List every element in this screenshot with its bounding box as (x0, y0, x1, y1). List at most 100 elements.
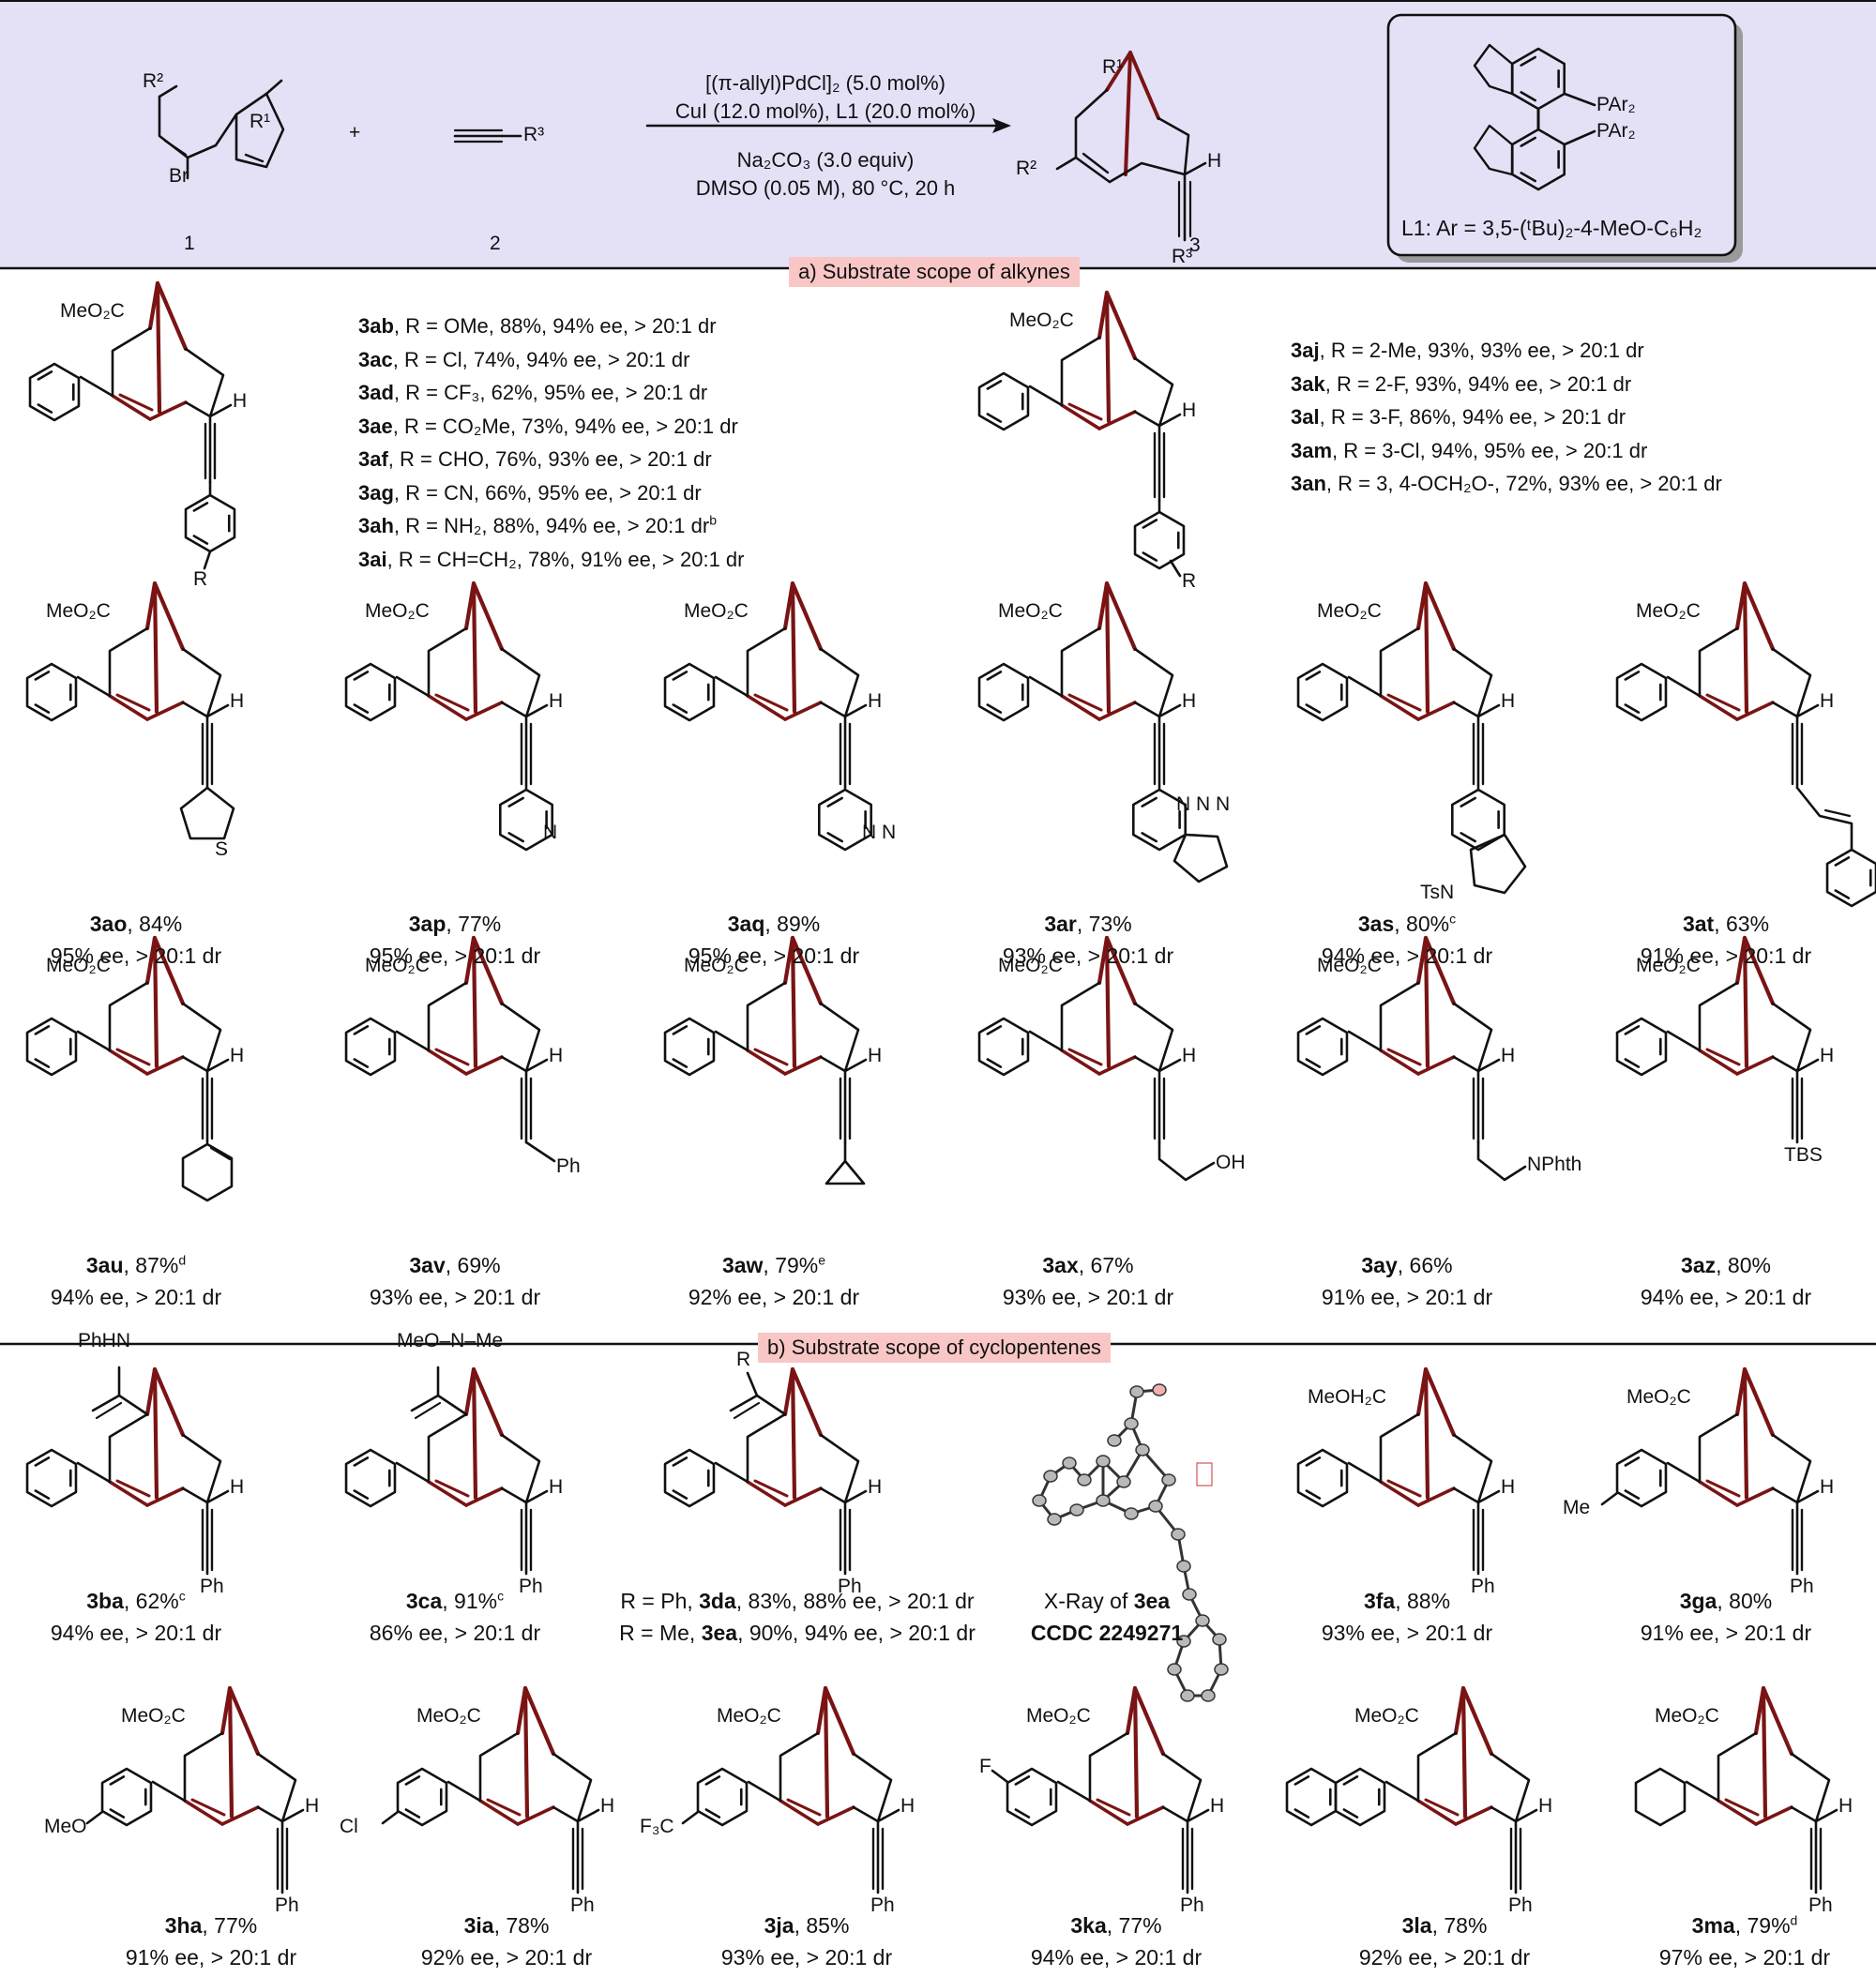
plus-sign: + (349, 122, 360, 144)
ring-bond (746, 626, 787, 698)
label-text: MeO₂C (1009, 309, 1074, 331)
phenyl-ring (1615, 1017, 1668, 1077)
bridge-bond (152, 1366, 159, 1501)
label-text: MeO₂C (1317, 955, 1382, 976)
ring-bond (1698, 626, 1739, 698)
ring-bond (819, 647, 860, 718)
R2-label: R² (143, 70, 163, 93)
caption-line: 3ap, 77% (370, 908, 540, 940)
ring-bond (779, 1731, 820, 1803)
alkene-bond (1088, 1799, 1129, 1826)
double-bond (1460, 832, 1476, 843)
label-text: MeO₂C (121, 1705, 186, 1727)
ester-label: MeO₂C (1626, 1386, 1691, 1409)
compound-code: 3am (1291, 438, 1333, 462)
bond (991, 1769, 1009, 1784)
double-bond (353, 671, 370, 681)
ring-bond (111, 326, 152, 398)
section-b-text: b) Substrate scope of cyclopentenes (767, 1336, 1101, 1359)
bond-h (876, 1808, 900, 1823)
yield-text: , 66% (1397, 1253, 1453, 1277)
aryl-bond (714, 675, 749, 698)
bond-h (1186, 1808, 1210, 1823)
selectivity-line: 91% ee, > 20:1 dr (1321, 1285, 1493, 1309)
compound-caption: 3ka, 77%94% ee, > 20:1 dr (1031, 1909, 1202, 1973)
alkene-bond (1724, 1798, 1760, 1817)
ester-label: MeO₂C (46, 600, 111, 623)
bond-h (843, 1489, 868, 1504)
result-text: , R = 3-F, 86%, 94% ee, > 20:1 dr (1319, 405, 1626, 429)
caption-line: R = Ph, 3da, 83%, 88% ee, > 20:1 dr (619, 1585, 976, 1617)
bridge-bond (1097, 290, 1138, 361)
double-bond (672, 671, 688, 681)
Ph-label: Ph (1790, 1576, 1814, 1598)
ester-label: MeO₂C (684, 955, 749, 977)
label-text: Ph (570, 1894, 595, 1916)
label-text: H (868, 690, 883, 712)
bond-h (1514, 1808, 1538, 1823)
bridge-bond (471, 581, 478, 715)
compound-caption: 3ao, 84%95% ee, > 20:1 dr (51, 908, 221, 972)
aryl-bond (1347, 1461, 1383, 1484)
H-label: H (868, 690, 882, 713)
carbonyl (91, 1394, 121, 1412)
footnote: b (709, 512, 717, 528)
double-bond (1142, 551, 1158, 562)
phenyl-ring (25, 662, 78, 722)
ring-bond (1452, 1487, 1480, 1504)
bridge-bond (1104, 581, 1112, 715)
heteroatom-label: N (543, 822, 557, 844)
alkene-bond (753, 1479, 789, 1498)
label-text: TsN (1420, 882, 1455, 903)
ring-bond (816, 1805, 855, 1826)
ring-bond (256, 1805, 284, 1823)
R-label: R (193, 568, 207, 591)
double-bond (353, 1025, 370, 1035)
yield-text: , 77% (446, 912, 502, 936)
alkene-bond (1060, 403, 1101, 430)
footnote: d (1790, 1912, 1798, 1928)
compound-code: 3ha (164, 1913, 203, 1938)
aryl-bond (1028, 1030, 1064, 1052)
compound-code: 3ap (408, 912, 446, 936)
double-bond (1082, 152, 1110, 174)
selectivity-line: 95% ee, > 20:1 dr (369, 943, 541, 968)
label-text: Ph (1471, 1576, 1495, 1597)
xray-atom (1176, 1560, 1191, 1573)
result-text: , R = NH₂, 88%, 94% ee, > 20:1 dr (393, 514, 710, 537)
bond-h (205, 1489, 230, 1504)
ring-bond (1379, 626, 1420, 698)
label-text: OH (1216, 1152, 1246, 1173)
label-text: Ph (1508, 1894, 1533, 1916)
label-text: MeO₂C (684, 600, 749, 622)
caption-line: 3la, 78% (1359, 1909, 1530, 1941)
alkene-bond (427, 1049, 468, 1076)
label-text: H (1182, 1045, 1197, 1066)
bridge-bond (147, 280, 189, 352)
bond-h (1157, 703, 1182, 718)
aryl-bond (395, 1461, 431, 1484)
ring-bond (1074, 88, 1112, 184)
ring-bond (1490, 1805, 1518, 1823)
R3-label: R³ (523, 124, 544, 146)
condition-line: CuI (12.0 mol%), L1 (20.0 mol%) (674, 99, 976, 123)
bridge-bond (1453, 1685, 1494, 1757)
compound-code: 3ca (405, 1589, 443, 1613)
xray-atom (1195, 1614, 1210, 1627)
ring-bond (500, 1433, 541, 1504)
alkene-bond (1060, 1049, 1101, 1076)
cyclohexenyl-ring (181, 1142, 234, 1202)
compound-code: 3ah (358, 514, 394, 537)
caption-text: X-Ray of (1043, 1589, 1134, 1613)
bridge-bond (790, 581, 797, 715)
label-text: R (736, 1349, 751, 1370)
ring-bond (427, 981, 468, 1052)
H-label: H (1182, 400, 1196, 422)
H-label: H (549, 1476, 563, 1499)
styryl-chain (1795, 786, 1853, 852)
caption-text: , 90%, 94% ee, > 20:1 dr (737, 1621, 976, 1645)
